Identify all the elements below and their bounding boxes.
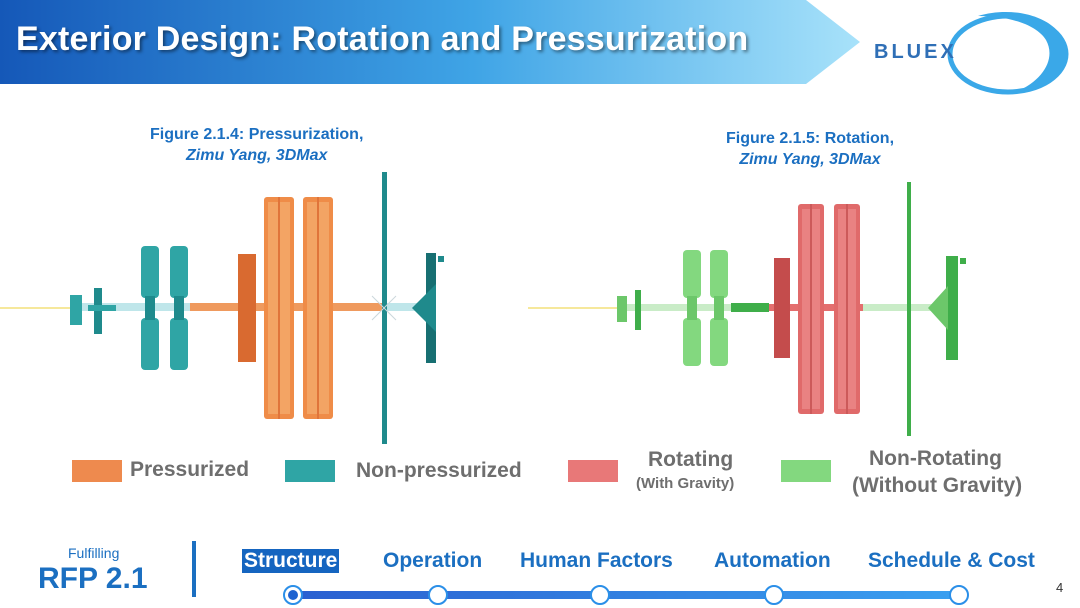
- nav-automation[interactable]: Automation: [714, 549, 831, 572]
- legend-swatch-rotating: [568, 460, 618, 482]
- legend-label-rotating: Rotating: [648, 448, 734, 471]
- bluex-logo: BLUEX: [874, 11, 1069, 95]
- rotating-ring-1: [798, 204, 824, 414]
- nonrotating-connector: [731, 303, 769, 312]
- teal-module-1: [141, 246, 159, 370]
- progress-dot-human-factors[interactable]: [590, 585, 610, 605]
- rotation-diagram: [528, 182, 966, 436]
- rfp-label: RFP 2.1: [38, 562, 148, 595]
- page-number: 4: [1056, 580, 1064, 595]
- legend-label-non-pressurized: Non-pressurized: [356, 459, 522, 482]
- nav-human-factors[interactable]: Human Factors: [520, 549, 673, 572]
- aft-cone: [928, 286, 948, 330]
- nav-structure[interactable]: Structure: [242, 549, 340, 573]
- figure-caption-pressurization: Figure 2.1.4: Pressurization, Zimu Yang,…: [150, 124, 363, 166]
- green-module-2: [710, 250, 728, 366]
- rotating-panel: [774, 258, 790, 358]
- docking-port: [70, 295, 82, 325]
- progress-dot-schedule-cost[interactable]: [949, 585, 969, 605]
- truss-antenna: [907, 182, 911, 436]
- aft-cone: [412, 284, 436, 332]
- legend-sublabel-non-rotating: (Without Gravity): [852, 474, 1023, 497]
- aft-antenna: [438, 256, 444, 262]
- aft-structure: [946, 256, 958, 360]
- docking-port: [617, 296, 627, 322]
- docking-connector: [88, 305, 116, 311]
- figure-caption-rotation: Figure 2.1.5: Rotation, Zimu Yang, 3DMax: [726, 128, 894, 170]
- legend-label-pressurized: Pressurized: [130, 458, 250, 481]
- pressurized-ring-1: [264, 197, 294, 419]
- rotating-ring-2: [834, 204, 860, 414]
- legend-swatch-pressurized: [72, 460, 122, 482]
- progress-track: [292, 591, 960, 599]
- nav-operation[interactable]: Operation: [383, 549, 483, 572]
- progress-dot-operation[interactable]: [428, 585, 448, 605]
- progress-dot-automation[interactable]: [764, 585, 784, 605]
- teal-module-2: [170, 246, 188, 370]
- pressurization-diagram: [0, 172, 444, 444]
- aft-antenna: [960, 258, 966, 264]
- legend-swatch-non-pressurized: [285, 460, 335, 482]
- legend-sublabel-rotating: (With Gravity): [636, 475, 735, 492]
- progress-dot-structure[interactable]: [283, 585, 303, 605]
- footer-divider: [192, 541, 196, 597]
- page-title: Exterior Design: Rotation and Pressuriza…: [16, 20, 749, 58]
- legend-swatch-non-rotating: [781, 460, 831, 482]
- header-banner: [0, 0, 860, 84]
- green-module-1: [683, 250, 701, 366]
- docking-arm: [635, 290, 641, 330]
- fulfilling-label: Fulfilling: [68, 545, 120, 561]
- legend-label-non-rotating: Non-Rotating: [869, 447, 1002, 470]
- nav-schedule-cost[interactable]: Schedule & Cost: [868, 549, 1035, 572]
- pressurized-ring-2: [303, 197, 333, 419]
- pressurized-panel: [238, 254, 256, 362]
- figure-caption-line1: Figure 2.1.5: Rotation,: [726, 130, 895, 147]
- logo-text: BLUEX: [874, 41, 957, 63]
- figure-caption-line2: Zimu Yang, 3DMax: [186, 147, 328, 164]
- figure-caption-line1: Figure 2.1.4: Pressurization,: [150, 126, 364, 143]
- figure-caption-line2: Zimu Yang, 3DMax: [739, 151, 881, 168]
